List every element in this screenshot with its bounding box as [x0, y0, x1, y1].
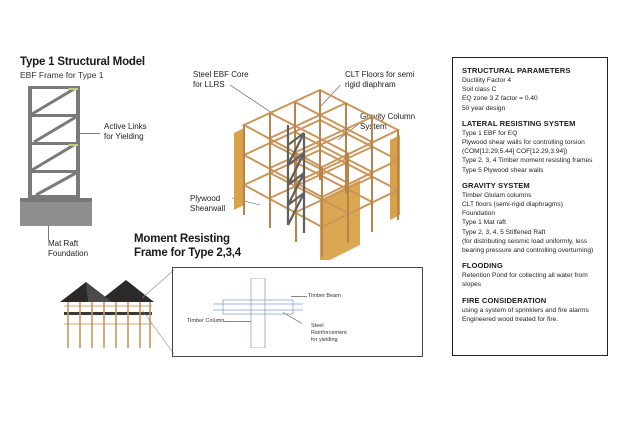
plywood-label: Plywood Shearwall — [190, 194, 226, 213]
panel-section-line: Type 5 Plywood shear walls — [462, 166, 544, 174]
isometric-structure-drawing — [229, 85, 401, 260]
panel-section-line: Type 1 EBF for EQ — [462, 129, 518, 137]
moment-title: Moment Resisting Frame for Type 2,3,4 — [134, 233, 241, 259]
panel-section-heading: FLOODING — [462, 261, 503, 271]
timber-column-label: Timber Column — [187, 318, 225, 324]
type1-subtitle: EBF Frame for Type 1 — [20, 70, 104, 80]
panel-section-line: Soil class C — [462, 86, 497, 94]
panel-section-line: Plywood shear walls for controlling tors… — [462, 139, 585, 147]
panel-section-heading: FIRE CONSIDERATION — [462, 295, 547, 305]
mat-raft-label: Mat Raft Foundation — [48, 239, 89, 258]
panel-section-line: Timber Glulam columns — [462, 191, 532, 199]
timber-beam-label: Timber Beam — [308, 293, 341, 299]
steel-reinforcement-label: Steel Reinforcement for yielding — [311, 323, 347, 343]
panel-section-heading: LATERAL RESISTING SYSTEM — [462, 118, 576, 128]
ebf-frame-drawing — [20, 86, 92, 226]
clt-floors-label: CLT Floors for semi rigid diaphram — [345, 70, 415, 89]
type1-title: Type 1 Structural Model — [20, 56, 145, 68]
panel-section-line: Retention Pond for collecting all water … — [462, 272, 588, 280]
panel-section-line: bearing pressure and controlling overtur… — [462, 247, 594, 255]
detail-connector — [141, 269, 175, 355]
active-links-label: Active Links for Yielding — [104, 122, 147, 141]
moment-detail-box: Timber Beam Timber Column Steel Reinforc… — [172, 267, 423, 357]
joint-detail-drawing — [213, 278, 303, 348]
panel-section-line: slopes — [462, 281, 482, 289]
gravity-column-label: Gravity Column System — [360, 112, 416, 131]
panel-section-line: (for distributing seismic load uniformly… — [462, 237, 588, 245]
steel-core-label: Steel EBF Core for LLRS — [193, 70, 249, 89]
panel-section-line: CLT floors (semi-rigid diaphragms) — [462, 201, 563, 209]
panel-section-heading: STRUCTURAL PARAMETERS — [462, 66, 571, 75]
panel-section-heading: GRAVITY SYSTEM — [462, 180, 530, 190]
panel-section-line: Type 2, 3, 4 Timber moment resisting fra… — [462, 157, 593, 165]
panel-section-line: Type 2, 3, 4, 5 Stiffened Raft — [462, 228, 546, 236]
active-links-leader — [80, 133, 100, 134]
structural-parameters-panel: STRUCTURAL PARAMETERS Ductility Factor 4 S… — [452, 57, 608, 356]
panel-section-line: Foundation — [462, 210, 495, 218]
panel-section-line: (COM[12.29,5.44] COF[12.29,3.94]) — [462, 148, 568, 156]
house-frame-drawing — [60, 280, 154, 348]
panel-section: STRUCTURAL PARAMETERS Ductility Factor 4 S… — [462, 66, 598, 113]
panel-section-line: EQ zone 3 Z factor = 0.40 — [462, 95, 538, 103]
panel-section-line: Type 1 Mat raft — [462, 219, 506, 227]
panel-section-line: 50 year design — [462, 104, 506, 112]
panel-section-line: Ductility Factor 4 — [462, 77, 512, 84]
mat-raft-leader — [48, 226, 49, 240]
panel-section-line: Engineered wood treated for fire. — [462, 315, 559, 323]
panel-section-line: using a system of sprinklers and fire al… — [462, 306, 589, 314]
